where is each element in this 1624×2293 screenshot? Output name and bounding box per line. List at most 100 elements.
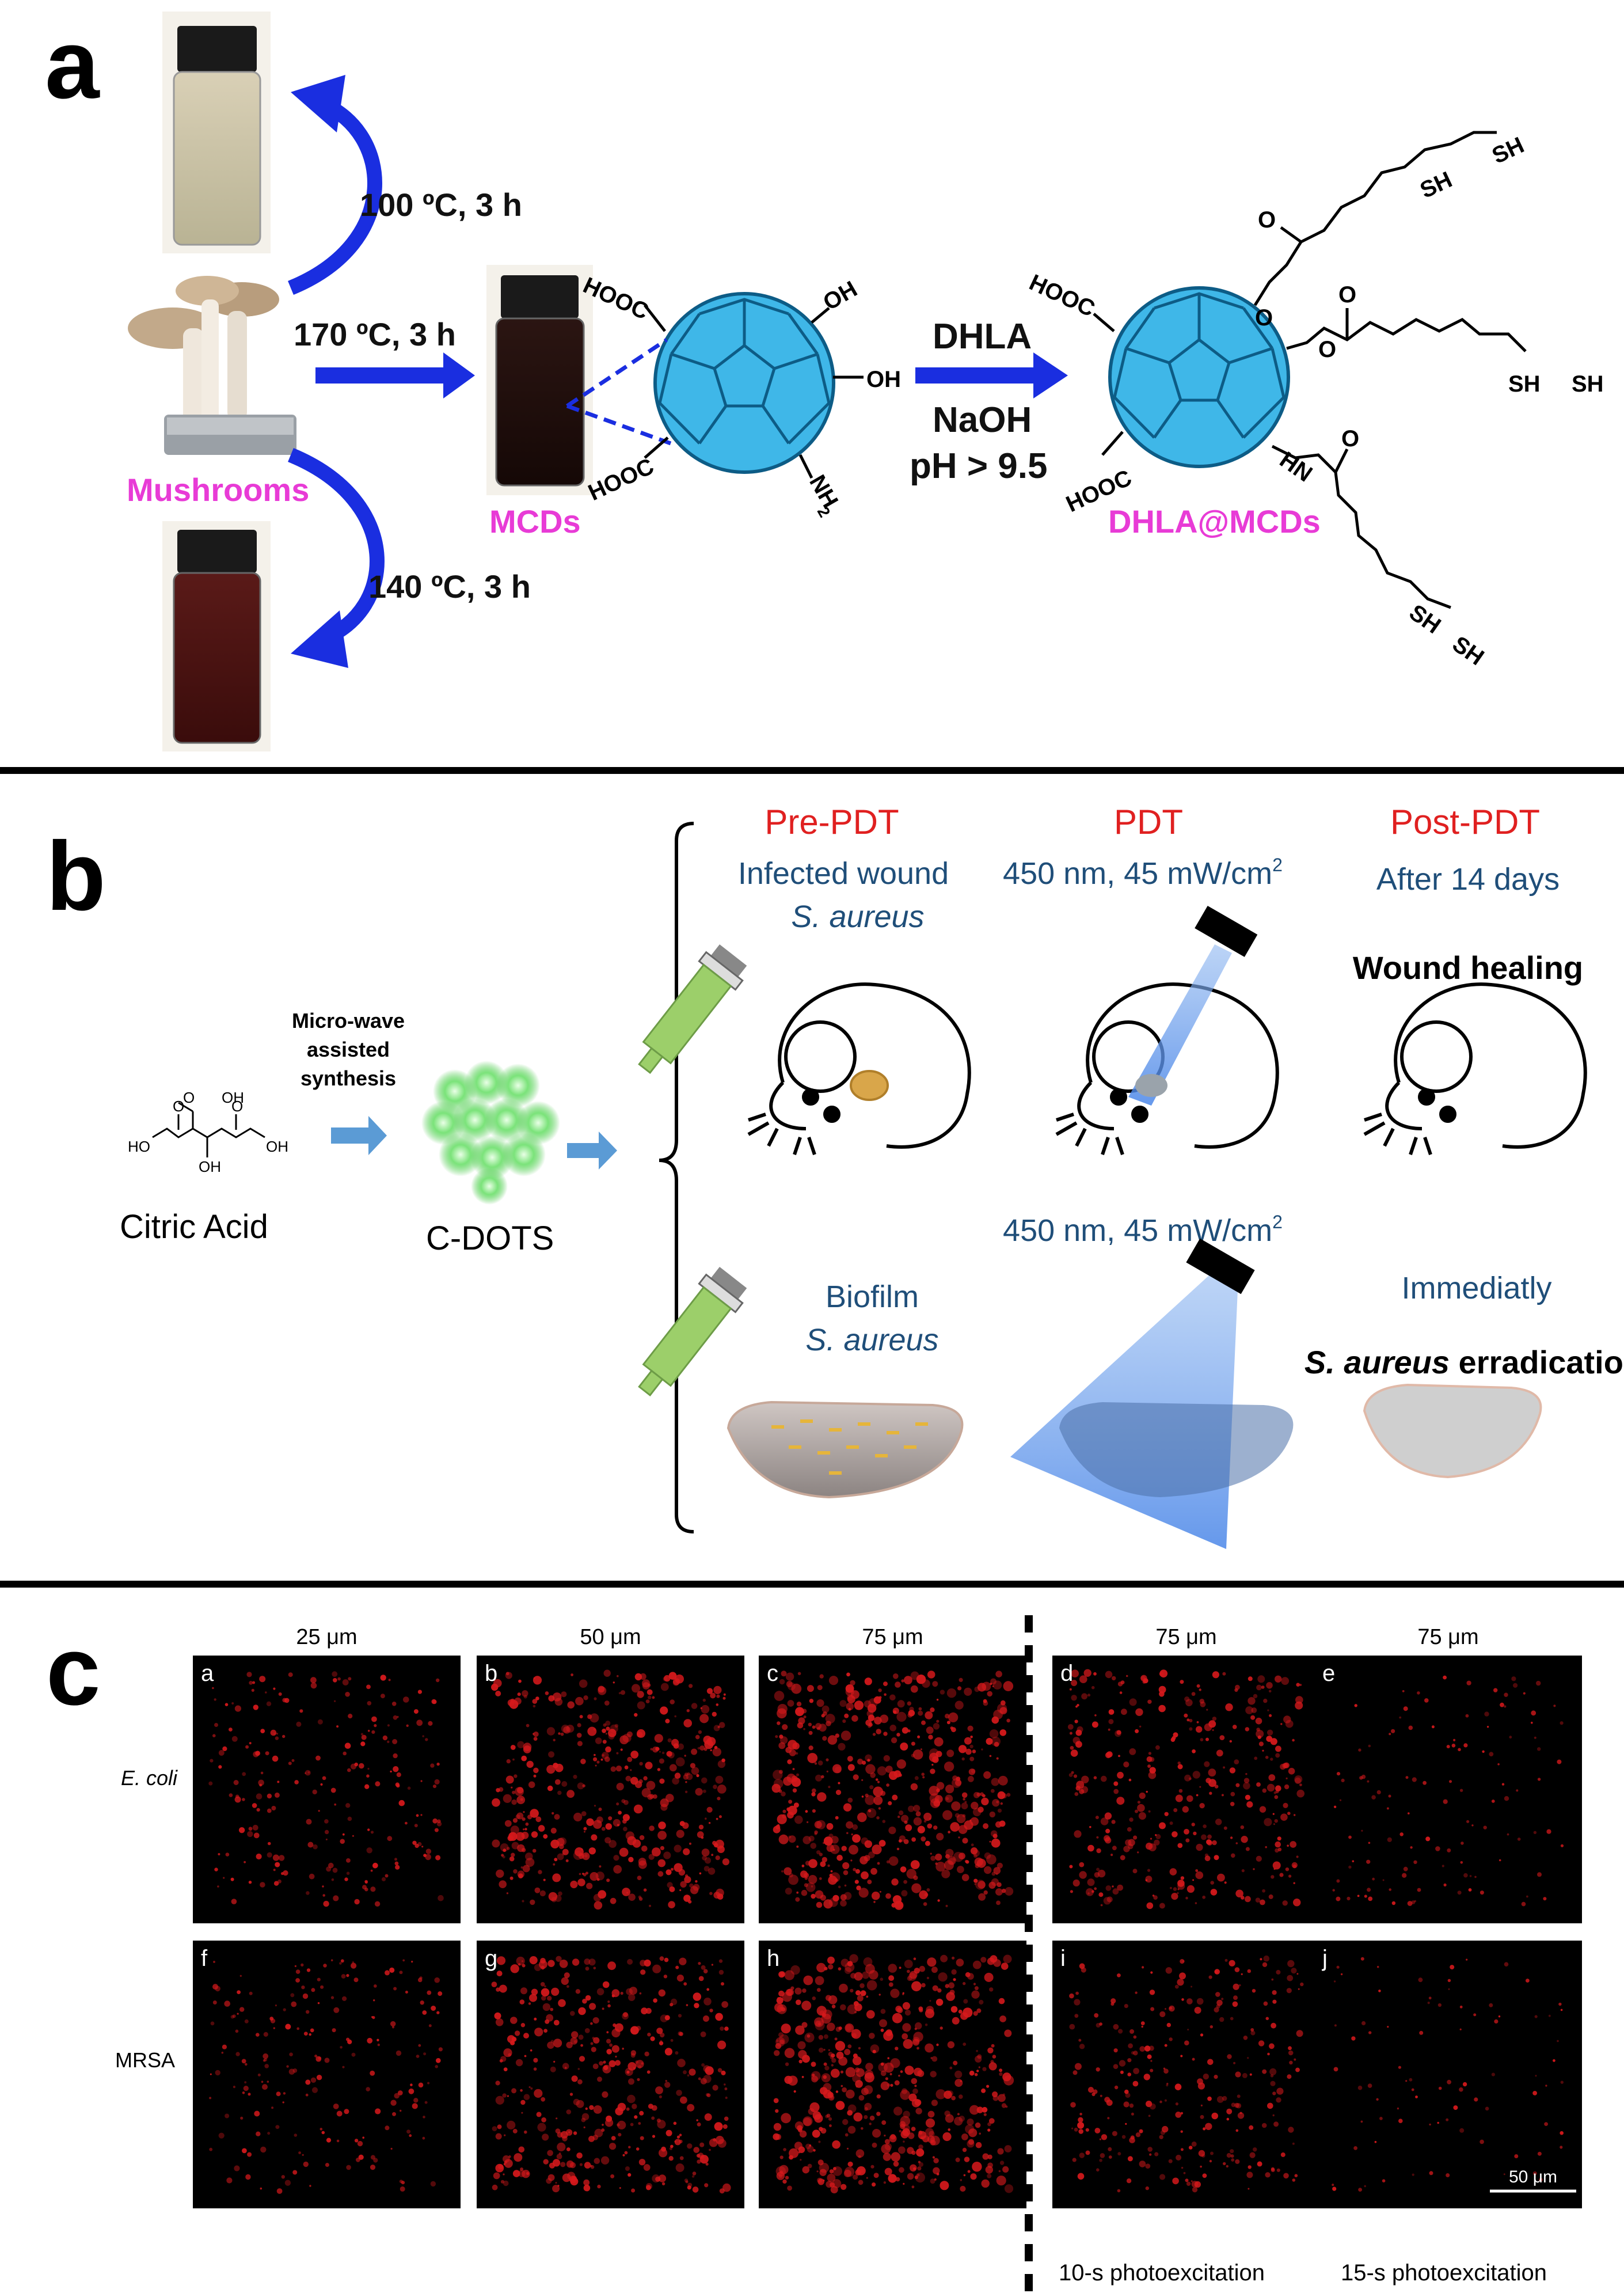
- cdots-cluster: [421, 1061, 560, 1205]
- tile-letter: j: [1322, 1946, 1328, 1971]
- bond: [644, 436, 669, 459]
- biofilm-label: Biofilm: [826, 1280, 919, 1314]
- dhla-chains: [1253, 131, 1527, 609]
- column-label: 75 μm: [1155, 1625, 1216, 1649]
- tile-letter: c: [767, 1661, 778, 1686]
- s-aureus-label-top: S. aureus: [791, 899, 924, 934]
- laser-label-bottom: 450 nm, 45 mW/cm2: [1003, 1212, 1283, 1248]
- microwave-label-3: synthesis: [301, 1066, 396, 1090]
- chain2-sh-2: SH: [1572, 371, 1604, 397]
- cdots-label: C-DOTS: [426, 1220, 554, 1257]
- dhla-mcd-sphere: [1108, 286, 1290, 468]
- chain1-sh-2: SH: [1488, 132, 1528, 169]
- tile-letter: e: [1322, 1661, 1335, 1686]
- chain3-hn: HN: [1275, 447, 1317, 487]
- bracket: [659, 822, 694, 1533]
- row-label-mrsa: MRSA: [115, 2048, 175, 2072]
- tile-letter: i: [1060, 1946, 1066, 1971]
- micrograph-tile-f: f: [193, 1941, 461, 2208]
- mcd-nh2: NH 2: [804, 471, 843, 521]
- chain2-o-carbonyl: O: [1338, 282, 1356, 307]
- scale-bar-label: 50 μm: [1509, 2167, 1557, 2186]
- reagent-dhla: DHLA: [933, 317, 1032, 356]
- col-post-pdt: Post-PDT: [1390, 803, 1540, 841]
- divider-a-b: [0, 767, 1624, 774]
- s-aureus-label-bottom: S. aureus: [805, 1323, 938, 1357]
- microwave-label-1: Micro-wave: [292, 1009, 405, 1032]
- mcd-oh-right: OH: [866, 367, 901, 392]
- panel-a-letter: a: [45, 10, 100, 119]
- microwave-label-2: assisted: [307, 1038, 390, 1061]
- micrograph-tile-g: g: [477, 1941, 744, 2208]
- chain3-o: O: [1341, 426, 1359, 451]
- panel-b-letter: b: [46, 822, 106, 931]
- column-label: 50 μm: [580, 1625, 641, 1649]
- bond: [644, 304, 666, 332]
- chain1-o: O: [1255, 305, 1273, 331]
- micrograph-tile-h: h: [759, 1941, 1026, 2208]
- mcd-sphere: [653, 292, 835, 474]
- curved-arrow-up: [288, 97, 382, 295]
- immediatly-label: Immediatly: [1401, 1271, 1551, 1305]
- vial-mcds: [486, 265, 593, 495]
- arrow-170c-head: [443, 352, 475, 398]
- chain2-sh-1: SH: [1508, 371, 1541, 397]
- citric-o-top: O: [183, 1089, 195, 1106]
- after-days-label: After 14 days: [1376, 862, 1560, 897]
- label-170c: 170 ºC, 3 h: [294, 316, 456, 352]
- vial-140c: [162, 521, 271, 751]
- syringe-bottom: [638, 1267, 747, 1396]
- laser-device-bottom: [1186, 1238, 1255, 1294]
- dish-clean: [1363, 1383, 1542, 1479]
- col-pdt: PDT: [1114, 803, 1183, 841]
- laser-device-top: [1195, 905, 1258, 957]
- label-mushrooms: Mushrooms: [127, 472, 309, 508]
- tile-letter: b: [485, 1661, 497, 1686]
- caption-15s: 15-s photoexcitation: [1341, 2260, 1547, 2286]
- micrograph-tile-e: e: [1314, 1656, 1582, 1923]
- syringe-top: [638, 944, 747, 1074]
- arrow-dhla-head: [1033, 352, 1068, 398]
- mouse-post-pdt: [1363, 982, 1587, 1155]
- reagent-naoh: NaOH: [933, 400, 1032, 440]
- micrograph-tile-c: c: [759, 1656, 1026, 1923]
- arrow-dhla-shaft: [915, 367, 1036, 384]
- citric-oh-bottom: OH: [199, 1158, 221, 1175]
- laser-label-top: 450 nm, 45 mW/cm2: [1003, 855, 1283, 891]
- citric-o-right: O: [231, 1098, 243, 1115]
- label-100c: 100 ºC, 3 h: [360, 187, 522, 223]
- chain1-o-carbonyl: O: [1258, 207, 1276, 233]
- micrograph-tile-i: i: [1052, 1941, 1320, 2208]
- divider-b-c: [0, 1581, 1624, 1588]
- micrograph-tile-j: j: [1314, 1941, 1582, 2208]
- arrow-citric-to-cdots: [331, 1116, 387, 1155]
- chain1-sh-1: SH: [1416, 167, 1456, 203]
- label-140c: 140 ºC, 3 h: [368, 568, 531, 605]
- mouse-pre-pdt: [747, 982, 971, 1155]
- vial-100c: [162, 12, 271, 253]
- caption-10s: 10-s photoexcitation: [1059, 2260, 1265, 2286]
- label-mcds: MCDs: [489, 503, 581, 540]
- citric-oh-right: OH: [266, 1138, 288, 1155]
- tile-letter: a: [201, 1661, 214, 1686]
- arrowhead-down: [291, 610, 348, 668]
- tile-letter: g: [485, 1946, 497, 1971]
- column-label: 75 μm: [1417, 1625, 1478, 1649]
- tile-letter: d: [1060, 1661, 1073, 1686]
- bond: [1101, 431, 1124, 456]
- wound-healing-label: Wound healing: [1353, 950, 1583, 986]
- tile-letter: f: [201, 1946, 208, 1971]
- citric-acid-structure: [152, 1102, 265, 1157]
- tile-letter: h: [767, 1946, 779, 1971]
- mcd-hooc-bottom: HOOC: [584, 454, 657, 506]
- dish-pdt: [1059, 1402, 1294, 1497]
- col-pre-pdt: Pre-PDT: [765, 803, 899, 841]
- dash-line-1: [566, 338, 668, 408]
- row-label-ecoli: E. coli: [121, 1766, 178, 1790]
- citric-ho: HO: [128, 1138, 150, 1155]
- arrow-cdots-to-bracket: [567, 1132, 617, 1170]
- chain3-sh-2: SH: [1448, 631, 1489, 670]
- reagent-ph: pH > 9.5: [910, 446, 1048, 486]
